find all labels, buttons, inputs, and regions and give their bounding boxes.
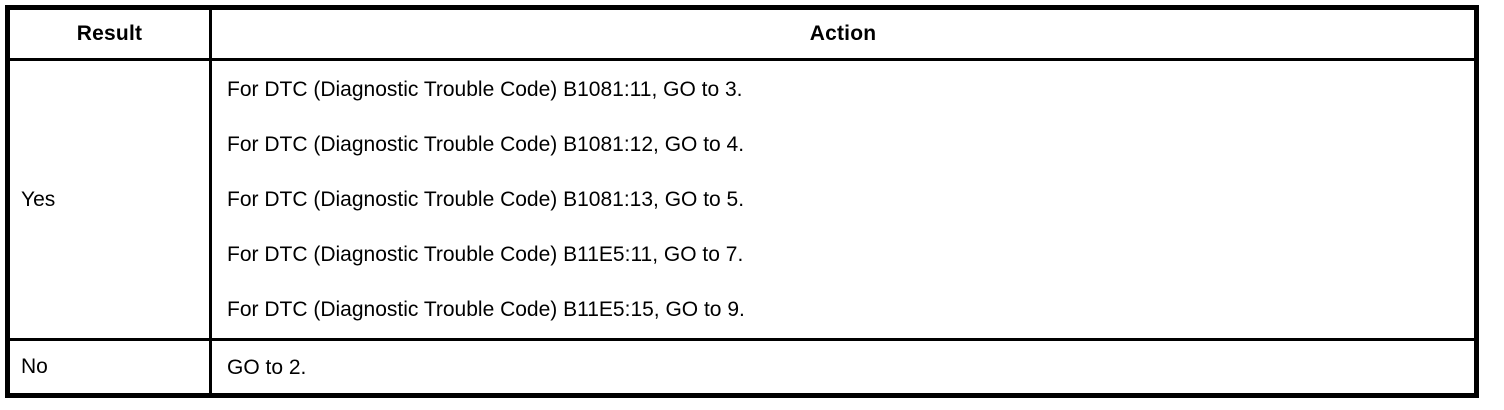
action-cell-no: GO to 2. (209, 338, 1478, 397)
table-header-row: Result Action (6, 6, 1478, 61)
column-header-action: Action (209, 6, 1478, 61)
action-cell-yes: For DTC (Diagnostic Trouble Code) B1081:… (209, 58, 1478, 341)
result-cell-no: No (6, 338, 212, 397)
action-line-dtc-b1081-11: For DTC (Diagnostic Trouble Code) B1081:… (227, 78, 743, 101)
action-line-go-to-2: GO to 2. (227, 355, 307, 379)
table-row-yes: Yes For DTC (Diagnostic Trouble Code) B1… (6, 58, 1478, 341)
result-cell-yes: Yes (6, 58, 212, 341)
table-row-no: No GO to 2. (6, 338, 1478, 397)
action-line-dtc-b1081-12: For DTC (Diagnostic Trouble Code) B1081:… (227, 133, 745, 156)
diagnostic-result-action-table: Result Action Yes For DTC (Diagnostic Tr… (5, 5, 1479, 398)
action-line-dtc-b11e5-11: For DTC (Diagnostic Trouble Code) B11E5:… (227, 243, 744, 266)
column-header-result: Result (6, 6, 212, 61)
action-line-dtc-b1081-13: For DTC (Diagnostic Trouble Code) B1081:… (227, 188, 745, 211)
action-line-dtc-b11e5-15: For DTC (Diagnostic Trouble Code) B11E5:… (227, 298, 745, 321)
